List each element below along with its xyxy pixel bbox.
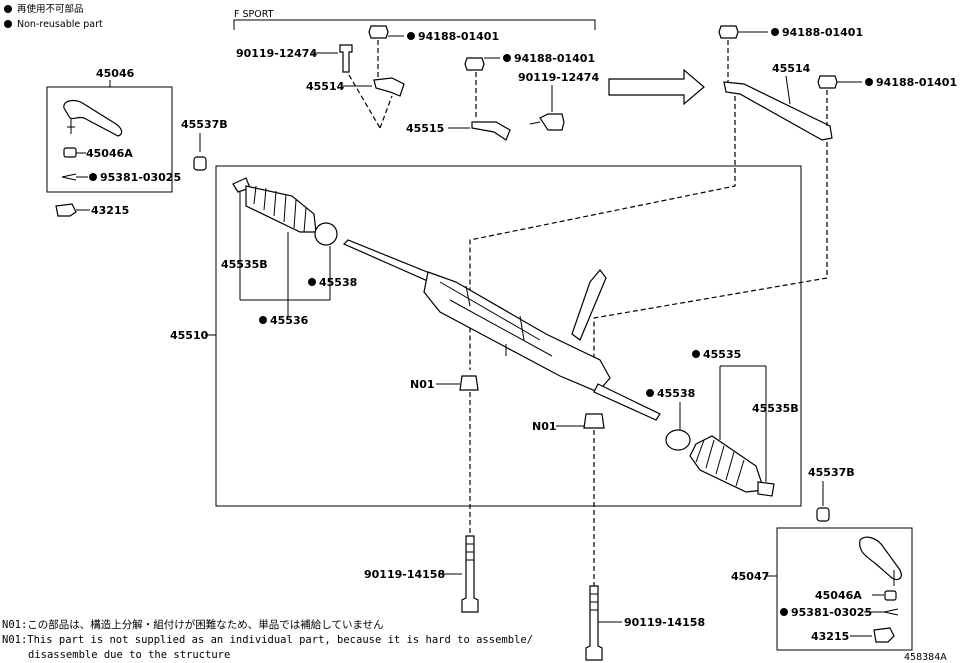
non-reusable-marker-icon bbox=[259, 316, 267, 324]
part-label-45538-a[interactable]: 45538 bbox=[319, 276, 357, 289]
part-label-90119-12474-b[interactable]: 90119-12474 bbox=[518, 71, 599, 84]
tie-rod-end-left-group: 45046 45046A 95381-03025 bbox=[46, 67, 181, 193]
non-reusable-marker-icon bbox=[503, 54, 511, 62]
arrow-right-icon bbox=[608, 68, 705, 106]
clamp-icon bbox=[757, 481, 775, 497]
f-sport-parts: 90119-12474 94188-01401 45514 94188-0140… bbox=[236, 25, 599, 141]
part-label-94188-01401-c[interactable]: 94188-01401 bbox=[782, 26, 863, 39]
part-label-94188-01401-a[interactable]: 94188-01401 bbox=[418, 30, 499, 43]
part-label-90119-14158-a[interactable]: 90119-14158 bbox=[364, 568, 445, 581]
stay-bar-icon bbox=[723, 81, 833, 141]
diagram-id: 458384A bbox=[904, 652, 947, 663]
part-label-94188-01401-d[interactable]: 94188-01401 bbox=[876, 76, 957, 89]
bushing-icon bbox=[459, 375, 479, 391]
part-label-43215-a[interactable]: 43215 bbox=[91, 204, 129, 217]
non-reusable-marker-icon bbox=[646, 389, 654, 397]
cotter-pin-nut-icon bbox=[884, 590, 897, 601]
nut-icon bbox=[464, 57, 485, 71]
part-label-45538-b[interactable]: 45538 bbox=[657, 387, 695, 400]
part-label-45515[interactable]: 45515 bbox=[406, 122, 444, 135]
non-reusable-marker-icon bbox=[771, 28, 779, 36]
rack-shaft-icon bbox=[593, 383, 661, 421]
part-label-45514-a[interactable]: 45514 bbox=[306, 80, 345, 93]
non-reusable-marker-icon bbox=[4, 5, 12, 13]
tie-rod-end-right-group: 45047 45046A 95381-03025 43215 bbox=[731, 527, 913, 651]
nut-icon bbox=[368, 25, 389, 39]
part-label-45535[interactable]: 45535 bbox=[703, 348, 741, 361]
part-label-90119-14158-b[interactable]: 90119-14158 bbox=[624, 616, 705, 629]
non-reusable-marker-icon bbox=[865, 78, 873, 86]
long-bolt-icon bbox=[461, 535, 479, 613]
clip-icon bbox=[193, 156, 207, 171]
non-reusable-marker-icon bbox=[692, 350, 700, 358]
non-reusable-marker-icon bbox=[89, 173, 97, 181]
note-jp: N01:この部品は、構造上分解・組付けが困難なため、単品では補給していません bbox=[2, 618, 384, 631]
f-sport-title: F SPORT bbox=[234, 9, 274, 20]
pinion-shaft-icon bbox=[571, 269, 607, 341]
boot-right-group: 45535 45538 45535B bbox=[646, 348, 799, 497]
long-bolt-icon bbox=[585, 585, 603, 661]
n01-fittings: N01 N01 bbox=[410, 375, 605, 586]
legend-text-jp: 再使用不可部品 bbox=[17, 3, 84, 15]
clip-icon bbox=[816, 507, 830, 522]
cotter-pin-icon bbox=[883, 608, 899, 616]
part-label-43215-b[interactable]: 43215 bbox=[811, 630, 849, 643]
nut-icon bbox=[817, 75, 838, 89]
bracket-45515-icon bbox=[471, 121, 511, 141]
part-label-45537B-b[interactable]: 45537B bbox=[808, 466, 855, 479]
rack-gear-body bbox=[342, 239, 661, 421]
bushing-icon bbox=[583, 413, 605, 429]
f-sport-group: F SPORT bbox=[233, 9, 596, 30]
part-label-45537B-a[interactable]: 45537B bbox=[181, 118, 228, 131]
part-label-95381-03025-a[interactable]: 95381-03025 bbox=[100, 171, 181, 184]
part-label-45536[interactable]: 45536 bbox=[270, 314, 309, 327]
part-label-45046A[interactable]: 45046A bbox=[86, 147, 133, 160]
non-reusable-marker-icon bbox=[4, 20, 12, 28]
long-bolts: 90119-14158 90119-14158 bbox=[364, 535, 705, 661]
part-label-45047[interactable]: 45047 bbox=[731, 570, 769, 583]
part-label-45514-b[interactable]: 45514 bbox=[772, 62, 811, 75]
cotter-pin-nut-icon bbox=[63, 147, 77, 158]
non-reusable-marker-icon bbox=[407, 32, 415, 40]
gear-assembly-frame bbox=[215, 165, 802, 507]
notes: N01:この部品は、構造上分解・組付けが困難なため、単品では補給していません N… bbox=[2, 618, 533, 661]
bracket-45514-icon bbox=[373, 77, 405, 97]
ring-icon bbox=[665, 429, 691, 451]
part-label-45046[interactable]: 45046 bbox=[96, 67, 135, 80]
nut-icon bbox=[718, 25, 739, 39]
part-label-45510[interactable]: 45510 bbox=[170, 329, 209, 342]
part-label-90119-12474-a[interactable]: 90119-12474 bbox=[236, 47, 317, 60]
part-label-N01-b[interactable]: N01 bbox=[532, 420, 557, 433]
legend: 再使用不可部品 Non-reusable part bbox=[4, 3, 103, 30]
boot-left-group: 45535B 45538 45536 bbox=[221, 177, 357, 327]
ring-icon bbox=[314, 222, 338, 246]
part-label-N01-a[interactable]: N01 bbox=[410, 378, 435, 391]
nut-icon bbox=[873, 627, 895, 643]
part-label-45535B-b[interactable]: 45535B bbox=[752, 402, 799, 415]
part-label-45535B-a[interactable]: 45535B bbox=[221, 258, 268, 271]
cotter-pin-icon bbox=[61, 173, 77, 181]
tie-rod-end-icon bbox=[859, 536, 902, 581]
part-label-94188-01401-b[interactable]: 94188-01401 bbox=[514, 52, 595, 65]
part-label-95381-03025-b[interactable]: 95381-03025 bbox=[791, 606, 872, 619]
non-reusable-marker-icon bbox=[780, 608, 788, 616]
stay-45514-group: 94188-01401 45514 94188-01401 bbox=[718, 25, 957, 141]
note-en-line2: disassemble due to the structure bbox=[28, 649, 230, 661]
bolt-icon bbox=[539, 113, 565, 131]
tie-rod-end-icon bbox=[63, 99, 123, 137]
nut-icon bbox=[55, 203, 77, 217]
bolt-icon bbox=[339, 44, 353, 73]
note-en-line1: N01:This part is not supplied as an indi… bbox=[2, 634, 533, 646]
part-label-45046A-b[interactable]: 45046A bbox=[815, 589, 862, 602]
non-reusable-marker-icon bbox=[308, 278, 316, 286]
boot-icon bbox=[689, 435, 765, 493]
legend-text-en: Non-reusable part bbox=[17, 19, 103, 30]
